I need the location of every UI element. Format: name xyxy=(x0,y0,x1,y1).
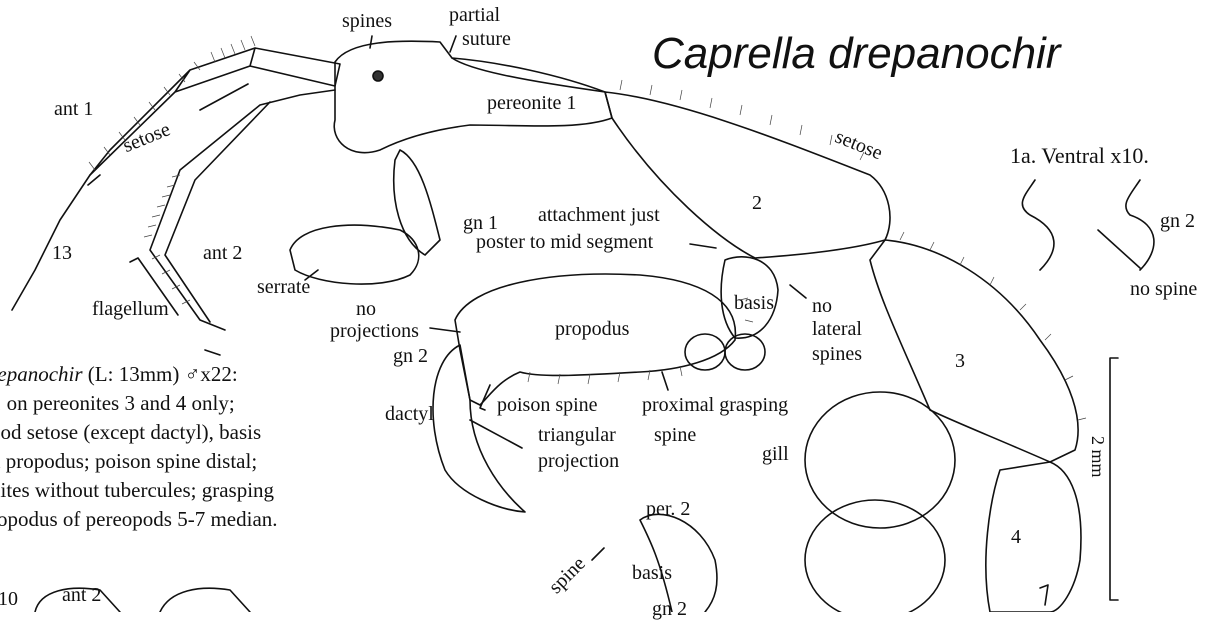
pointer-no-projections xyxy=(430,328,460,332)
pointer-inset-no-spine xyxy=(1098,230,1140,268)
label-spine: spine xyxy=(654,424,696,446)
description-line-1: repanochir (L: 13mm) ♂x22: xyxy=(0,360,278,389)
label-gn-2-small: gn 2 xyxy=(652,598,687,620)
label-no-2: no xyxy=(812,295,832,317)
label-flagellum: flagellum xyxy=(92,298,169,320)
setae-gnathopod-2 xyxy=(528,298,753,384)
lower-right-bracket xyxy=(1040,585,1048,605)
label-13: 13 xyxy=(52,242,72,264)
label-pereonite-1: pereonite 1 xyxy=(487,92,576,114)
inset-ventral-outline xyxy=(1022,180,1154,270)
label-triangular: triangular xyxy=(538,424,616,446)
pereonite-4-outline xyxy=(986,462,1081,612)
label-segment-4: 4 xyxy=(1011,526,1021,548)
description-species: repanochir xyxy=(0,362,83,386)
label-serrate: serrate xyxy=(257,276,310,298)
label-partial: partial xyxy=(449,4,500,26)
label-no-1: no xyxy=(356,298,376,320)
label-inset-gn-2: gn 2 xyxy=(1160,210,1195,232)
label-attachment-1: attachment just xyxy=(538,204,660,226)
eye xyxy=(373,71,383,81)
label-gn-2: gn 2 xyxy=(393,345,428,367)
description-line-4: n propodus; poison spine distal; xyxy=(0,447,278,476)
antenna-1-flagellum xyxy=(12,175,90,310)
setae-antenna-2 xyxy=(144,175,190,304)
pointer-no-lateral xyxy=(790,285,806,298)
description-line-2: r, on pereonites 3 and 4 only; xyxy=(0,389,278,418)
label-projection: projection xyxy=(538,450,619,472)
pointer-proximal xyxy=(662,372,668,390)
label-ant-1: ant 1 xyxy=(54,98,93,120)
label-ant-2: ant 2 xyxy=(203,242,242,264)
label-gill: gill xyxy=(762,443,789,465)
label-basis-small: basis xyxy=(632,562,672,584)
inset-title: 1a. Ventral x10. xyxy=(1010,145,1149,167)
gill-2-outline xyxy=(805,500,945,612)
label-segment-2: 2 xyxy=(752,192,762,214)
label-no-spine: no spine xyxy=(1130,278,1197,300)
label-projections: projections xyxy=(330,320,419,342)
label-x10: 10 xyxy=(0,588,18,610)
label-propodus: propodus xyxy=(555,318,629,340)
label-suture: suture xyxy=(462,28,511,50)
description-rest: (L: 13mm) ♂x22: xyxy=(83,362,238,386)
label-segment-3: 3 xyxy=(955,350,965,372)
gill-outline xyxy=(805,392,955,528)
pointer-per2-spine xyxy=(592,548,604,560)
pointer-spines xyxy=(370,36,372,48)
pointer-attachment xyxy=(690,244,716,248)
gnathopod-2-dactyl xyxy=(433,345,525,512)
label-spines: spines xyxy=(342,10,392,32)
species-description: repanochir (L: 13mm) ♂x22: r, on pereoni… xyxy=(0,360,278,534)
description-line-5: nites without tubercules; grasping xyxy=(0,476,278,505)
label-spines-lateral: spines xyxy=(812,343,862,365)
scale-bar xyxy=(1110,358,1118,600)
label-basis: basis xyxy=(734,292,774,314)
pereonite-3-outline xyxy=(870,240,1078,462)
coxa-1 xyxy=(685,334,725,370)
description-line-6: ropodus of pereopods 5-7 median. xyxy=(0,505,278,534)
label-per-2: per. 2 xyxy=(646,498,690,520)
pointer-poison-spine xyxy=(480,385,490,410)
label-poison-spine: poison spine xyxy=(497,394,598,416)
pereonite-1-outline xyxy=(452,58,605,92)
description-line-3: pod setose (except dactyl), basis xyxy=(0,418,278,447)
coxa-2 xyxy=(725,334,765,370)
species-title: Caprella drepanochir xyxy=(652,28,1060,80)
label-ant-2-small: ant 2 xyxy=(62,584,101,606)
gnathopod-1-outline xyxy=(394,150,440,255)
label-lateral: lateral xyxy=(812,318,862,340)
label-proximal-grasping: proximal grasping xyxy=(642,394,788,416)
label-attachment-2: poster to mid segment xyxy=(476,231,653,253)
scale-label: 2 mm xyxy=(1087,436,1108,478)
pointer-partial-suture xyxy=(450,36,456,52)
label-dactyl: dactyl xyxy=(385,403,434,425)
